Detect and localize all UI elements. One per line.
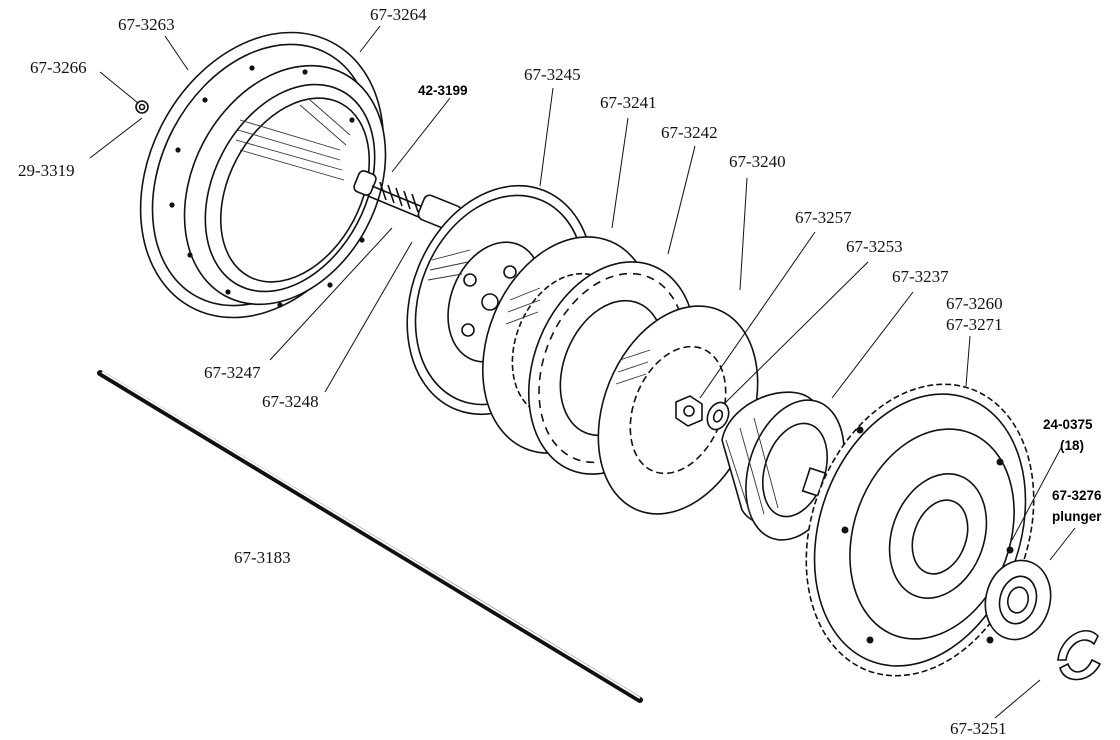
plate-shading bbox=[427, 249, 471, 281]
housing-shading bbox=[235, 99, 351, 181]
label-24-0375: 24-0375 bbox=[1043, 417, 1093, 432]
label-67-3245: 67-3245 bbox=[524, 65, 581, 84]
screw-67-3266 bbox=[135, 100, 149, 114]
friction-shading bbox=[505, 287, 541, 325]
label-67-3248: 67-3248 bbox=[262, 392, 319, 411]
label-67-3251: 67-3251 bbox=[950, 719, 1007, 738]
label-67-3253: 67-3253 bbox=[846, 237, 903, 256]
label-67-3237: 67-3237 bbox=[892, 267, 949, 286]
nut-67-3257 bbox=[675, 395, 703, 427]
washer-67-3253 bbox=[706, 401, 730, 431]
part-labels: 67-3263 67-3264 67-3266 29-3319 42-3199 … bbox=[18, 5, 1102, 738]
label-67-3242: 67-3242 bbox=[661, 123, 718, 142]
label-67-3183: 67-3183 bbox=[234, 548, 291, 567]
hub-splines bbox=[725, 417, 779, 521]
label-29-3319: 29-3319 bbox=[18, 161, 75, 180]
plate-3240-shading bbox=[615, 349, 651, 385]
label-67-3260: 67-3260 bbox=[946, 294, 1003, 313]
label-67-3240: 67-3240 bbox=[729, 152, 786, 171]
pushrod-67-3183 bbox=[97, 370, 643, 703]
label-67-3263: 67-3263 bbox=[118, 15, 175, 34]
label-24-0375-qty: (18) bbox=[1060, 438, 1084, 453]
label-67-3264: 67-3264 bbox=[370, 5, 427, 24]
clutch-housing bbox=[139, 31, 387, 319]
label-67-3276: 67-3276 bbox=[1052, 488, 1102, 503]
label-67-3247: 67-3247 bbox=[204, 363, 261, 382]
label-67-3276-plunger: plunger bbox=[1052, 509, 1102, 524]
label-67-3271: 67-3271 bbox=[946, 315, 1003, 334]
bearing-67-3276 bbox=[984, 559, 1052, 641]
label-67-3257: 67-3257 bbox=[795, 208, 852, 227]
chainwheel-67-3260 bbox=[805, 383, 1035, 677]
spring-coils bbox=[379, 181, 419, 213]
circlip-67-3251 bbox=[1057, 630, 1102, 681]
label-42-3199: 42-3199 bbox=[418, 83, 468, 98]
clutch-hub-67-3237 bbox=[721, 391, 845, 541]
label-67-3241: 67-3241 bbox=[600, 93, 657, 112]
label-67-3266: 67-3266 bbox=[30, 58, 87, 77]
leader-lines bbox=[89, 25, 1076, 719]
chainwheel-rivets bbox=[841, 426, 1014, 644]
